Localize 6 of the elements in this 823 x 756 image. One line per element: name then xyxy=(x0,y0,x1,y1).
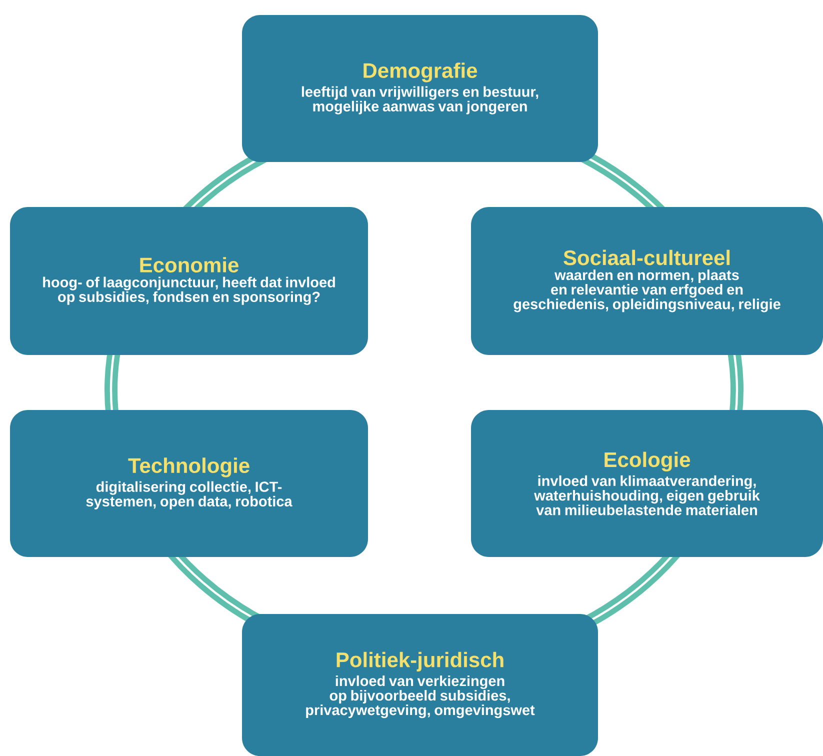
rounded-box: Economie hoog- of laagconjunctuur, heeft dat invloed op subsidies, fondsen en sponsoring? xyxy=(10,207,368,355)
rounded-box: Technologie digitalisering collectie, ICT-systemen, open data, robotica xyxy=(10,410,368,557)
rounded-box: Politiek-juridisch invloed van verkiezingen op bijvoorbeeld subsidies, privacywetgeving, omgevingswet xyxy=(242,614,598,756)
rounded-box: Sociaal-cultureel waarden en normen, plaats en relevantie van erfgoed en geschiedenis, opleidingsniveau, religie xyxy=(471,207,823,355)
rounded-box: Demografie leeftijd van vrijwilligers en bestuur, mogelijke aanwas van jongeren xyxy=(242,15,598,162)
rounded-box: Ecologie invloed van klimaatverandering, waterhuishouding, eigen gebruik van milieubelastende materialen xyxy=(471,410,823,557)
